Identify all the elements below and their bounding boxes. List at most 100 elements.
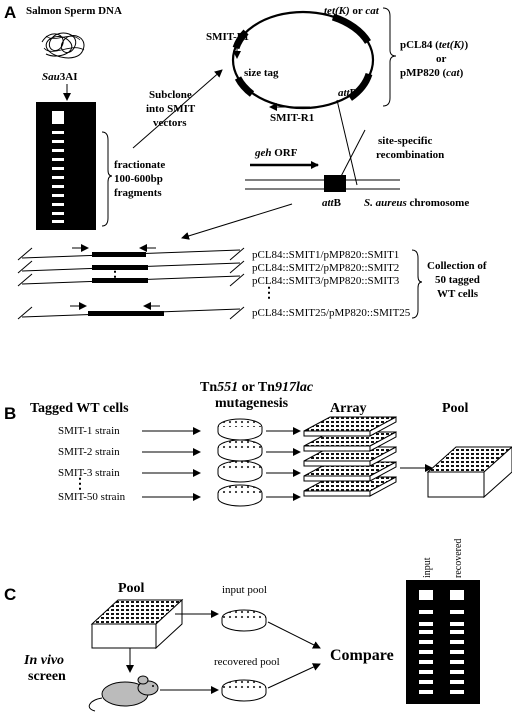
collection-brace [411, 249, 423, 319]
panel-b-rows [142, 418, 301, 507]
strain-2: SMIT-2 strain [58, 446, 120, 458]
attb-label: attB [322, 197, 342, 209]
attb-site [324, 175, 346, 192]
svg-text:⋮: ⋮ [73, 477, 87, 492]
array-stack [303, 416, 397, 497]
array-plate-front [303, 490, 371, 497]
gel-a [36, 102, 96, 230]
gel-band [52, 167, 64, 170]
gel-band [52, 131, 64, 134]
input-pool-label: input pool [222, 584, 267, 596]
pool-box-c [90, 598, 184, 650]
screen-label: screen [28, 669, 66, 684]
primer-f-label: SMIT-F1 [206, 31, 249, 43]
gel-band-input [419, 630, 433, 634]
petri-dish-rim [217, 493, 263, 507]
primer-r-label: SMIT-R1 [270, 112, 314, 124]
ellipsis-dots: ⋮ [108, 265, 122, 280]
gel-c-bands [419, 610, 464, 694]
collection-label: Collection of 50 tagged WT cells [427, 260, 489, 300]
gel-band-recovered [450, 670, 464, 674]
array-plate-front [303, 475, 371, 482]
gel-band-recovered [450, 690, 464, 694]
construct-end [229, 247, 245, 261]
gel-band-recovered [450, 610, 464, 614]
size-tag-insert [92, 252, 146, 257]
gel-band-recovered [450, 680, 464, 684]
gel-band [52, 185, 64, 188]
array-plate-front [303, 430, 371, 437]
integration-arrow [181, 203, 293, 240]
array-plate-side [369, 461, 397, 482]
panel-c-letter: C [4, 585, 16, 604]
gel-band-recovered [450, 660, 464, 664]
source-label: Salmon Sperm DNA [26, 5, 122, 17]
gel-a-bands [52, 131, 64, 223]
petri-dish-rim [217, 448, 263, 462]
construct-label-1: pCL84::SMIT1/pMP820::SMIT1 [252, 249, 399, 261]
attp-label: attP [338, 87, 357, 99]
array-plate-side [369, 416, 397, 437]
construct-label-2: pCL84::SMIT2/pMP820::SMIT2 [252, 262, 399, 274]
gel-band-input [419, 622, 433, 626]
marker-label: tet(K) or cat [324, 5, 380, 17]
strain-list: SMIT-1 strain SMIT-2 strain SMIT-3 strai… [58, 425, 126, 503]
mutagenesis-label: Tn551 or Tn917lac mutagenesis [200, 380, 317, 411]
strain-3: SMIT-3 strain [58, 467, 120, 479]
panel-a-letter: A [4, 3, 16, 22]
gel-band [52, 203, 64, 206]
array-label: Array [330, 401, 367, 416]
construct-end [17, 260, 33, 274]
gel-band [52, 149, 64, 152]
gel-band-input [419, 690, 433, 694]
fractionate-label: fractionate 100-600bp fragments [114, 159, 168, 199]
construct-end [17, 273, 33, 287]
pool-label-b: Pool [442, 401, 469, 416]
pool-label-c: Pool [118, 581, 145, 596]
enzyme-label: Sau3AI [42, 71, 77, 83]
fractionate-bracket [101, 131, 113, 227]
recovered-pool-label: recovered pool [214, 656, 280, 668]
size-tag-label: size tag [244, 67, 279, 79]
gel-band-recovered [450, 630, 464, 634]
subclone-label: Subclone into SMIT vectors [146, 89, 198, 129]
petri-dish-rim [217, 469, 263, 483]
gel-lane-recovered: recovered [453, 539, 464, 578]
gel-band [52, 220, 64, 223]
construct-label-4: pCL84::SMIT25/pMP820::SMIT25 [252, 307, 411, 319]
svg-text:⋮: ⋮ [262, 286, 276, 301]
size-tag-insert [88, 311, 164, 316]
vector-brace [382, 7, 397, 107]
gel-c [406, 580, 480, 704]
compare-label: Compare [330, 647, 394, 664]
mouse-icon [88, 675, 159, 712]
recovered-to-compare-arrow [267, 663, 321, 689]
gel-band-recovered [450, 650, 464, 654]
recovered-pool-dish [221, 679, 267, 702]
size-tag-insert [92, 278, 148, 283]
array-plate-side [369, 476, 397, 497]
gel-band [52, 158, 64, 161]
input-pool-dish [221, 609, 267, 632]
gel-band-input [419, 660, 433, 664]
dna-tangle-icon [41, 32, 85, 59]
array-plate-side [369, 431, 397, 452]
panel-b-letter: B [4, 404, 16, 423]
petri-dish-rim [217, 427, 263, 441]
invivo-label: In vivo [23, 653, 64, 668]
geh-label: geh ORF [254, 147, 298, 159]
recombination-label: site-specific recombination [376, 135, 444, 161]
array-plate-side [369, 446, 397, 467]
species-label: S. aureus chromosome [364, 197, 469, 209]
constructs-graphics [17, 244, 245, 320]
construct-labels: pCL84::SMIT1/pMP820::SMIT1 pCL84::SMIT2/… [252, 249, 411, 319]
gel-band [52, 212, 64, 215]
recombination-line-1 [336, 99, 358, 186]
gel-band [52, 140, 64, 143]
construct-end [229, 260, 245, 274]
gel-band-input [419, 650, 433, 654]
gel-band-input [419, 670, 433, 674]
size-tag-insert [92, 265, 148, 270]
